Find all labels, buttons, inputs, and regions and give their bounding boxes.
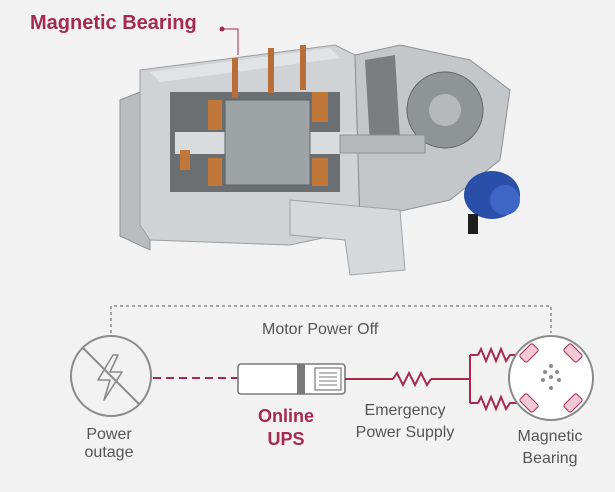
impeller-hub <box>429 94 461 126</box>
stator <box>224 99 311 186</box>
online-ups-line1: Online <box>257 406 314 426</box>
blue-motor-cap <box>490 185 520 215</box>
bearing-pad-2 <box>563 343 583 363</box>
bearing-dot-2 <box>543 370 547 374</box>
bearing-pad-1 <box>519 343 539 363</box>
bearing-dot-4 <box>541 378 545 382</box>
power-outage-line2: outage <box>84 443 134 461</box>
winding-1 <box>208 100 222 130</box>
bearing-pad-3 <box>519 393 539 413</box>
power-outage-label: Power outage <box>74 426 144 461</box>
bearing-dot-5 <box>557 378 561 382</box>
online-ups-line2: UPS <box>267 428 305 449</box>
bearing-dot-7 <box>549 375 553 379</box>
base-stand <box>289 199 406 276</box>
bearing-dot-1 <box>549 364 553 368</box>
lightning-icon <box>97 354 123 401</box>
motor-power-off-label: Motor Power Off <box>262 321 379 338</box>
magnetic-bearing-line2: Bearing <box>522 449 578 467</box>
winding-3 <box>312 92 328 122</box>
sensor-2 <box>268 48 274 93</box>
power-outage-slash <box>82 347 140 405</box>
ups-divider <box>297 364 305 394</box>
bearing-resistor-top <box>477 346 518 364</box>
emergency-resistor <box>392 370 432 388</box>
magnetic-bearing-label: Magnetic Bearing <box>502 426 598 469</box>
emergency-power-supply-label: Emergency Power Supply <box>350 400 460 443</box>
magnetic-bearing-callout: Magnetic Bearing <box>30 12 197 34</box>
bearing-resistor-bottom <box>477 394 518 412</box>
online-ups-label: Online UPS <box>247 405 325 450</box>
sensor-3 <box>300 45 306 90</box>
power-outage-circle <box>70 335 152 417</box>
emergency-line1: Emergency <box>364 402 446 419</box>
bearing-left <box>180 150 190 170</box>
motor-casing-top <box>150 48 340 82</box>
bearing-dot-6 <box>549 386 553 390</box>
ups-panel <box>314 367 342 391</box>
power-outage-line1: Power <box>86 426 132 443</box>
emergency-line2: Power Supply <box>355 423 455 441</box>
blue-motor-bracket <box>468 214 478 234</box>
winding-2 <box>208 158 222 186</box>
callout-leader <box>222 28 239 55</box>
winding-4 <box>312 158 328 186</box>
sensor-1 <box>232 58 238 98</box>
pipe-connector <box>339 134 426 154</box>
compressor-top-cut <box>365 55 400 145</box>
bearing-pad-4 <box>563 393 583 413</box>
bearing-dot-3 <box>555 370 559 374</box>
motor-power-off-line <box>110 305 552 333</box>
magnetic-bearing-line1: Magnetic <box>517 428 583 445</box>
